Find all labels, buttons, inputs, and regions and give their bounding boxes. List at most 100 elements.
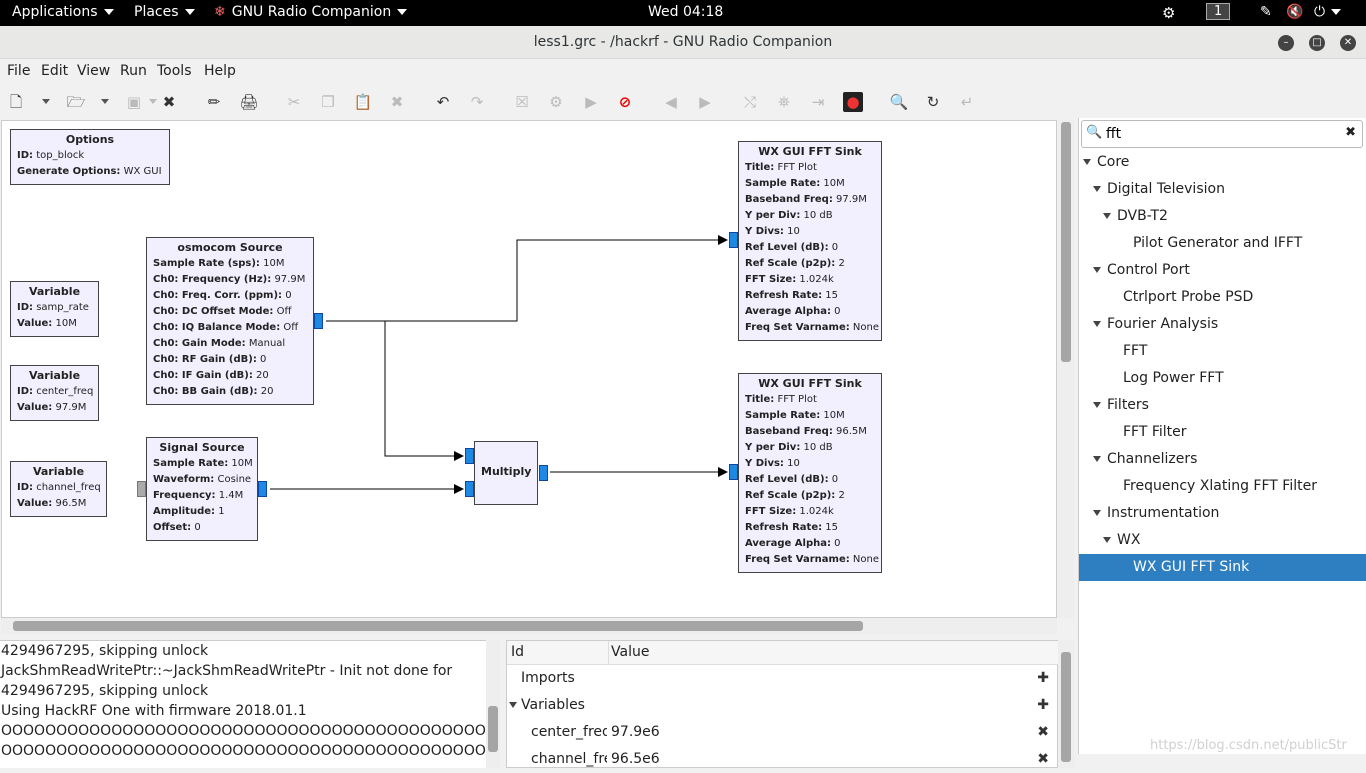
tree-item[interactable]: Pilot Generator and IFFT (1079, 230, 1366, 257)
open-folder-icon[interactable]: 🗁 (66, 93, 86, 111)
variable-row[interactable]: center_freq 97.9e6 ✖ (507, 719, 1059, 746)
reload-icon[interactable]: ↻ (926, 93, 940, 111)
delete-icon[interactable]: ✖ (390, 93, 404, 111)
block-osmocom-source[interactable]: osmocom Source Sample Rate (sps): 10M Ch… (146, 237, 314, 405)
osmocom-out-port[interactable] (314, 313, 323, 329)
block-fft-sink-2[interactable]: WX GUI FFT Sink Title: FFT Plot Sample R… (738, 373, 882, 573)
tree-item[interactable]: Instrumentation (1079, 500, 1366, 527)
menu-help[interactable]: Help (204, 63, 236, 79)
block-fft-sink-1[interactable]: WX GUI FFT Sink Title: FFT Plot Sample R… (738, 141, 882, 341)
return-icon[interactable]: ↵ (960, 93, 974, 111)
tree-item[interactable]: WX GUI FFT Sink (1079, 554, 1366, 581)
new-file-icon[interactable]: 🗋 (9, 93, 23, 111)
new-dropdown-caret[interactable] (42, 99, 50, 104)
new-window-icon[interactable]: ▣ (126, 93, 142, 111)
print-icon[interactable]: 🖨 (239, 93, 259, 111)
tree-item[interactable]: WX (1079, 527, 1366, 554)
generate-icon[interactable]: ⚙ (549, 93, 563, 111)
expander-triangle-icon[interactable] (1093, 186, 1101, 192)
tree-item[interactable]: Frequency Xlating FFT Filter (1079, 473, 1366, 500)
kill-icon[interactable]: ⊘ (618, 93, 632, 111)
tree-item[interactable]: FFT Filter (1079, 419, 1366, 446)
app-menu[interactable]: ❄GNU Radio Companion (214, 4, 408, 20)
expander-triangle-icon[interactable] (1093, 456, 1101, 462)
tree-item[interactable]: FFT (1079, 338, 1366, 365)
menu-run[interactable]: Run (120, 63, 147, 79)
people-icon[interactable]: ⚙ (1162, 4, 1176, 22)
execute-icon[interactable]: ▶ (585, 93, 597, 111)
column-value-header[interactable]: Value (611, 644, 650, 660)
disable-block-icon[interactable]: ⤭ (743, 93, 756, 111)
block-variable-samp-rate[interactable]: Variable ID: samp_rate Value: 10M (10, 281, 99, 337)
canvas-vertical-scrollbar[interactable] (1058, 120, 1074, 618)
block-variable-channel-freq[interactable]: Variable ID: channel_freq Value: 96.5M (10, 461, 107, 517)
pen-icon[interactable]: ✎ (1260, 4, 1272, 20)
menu-tools[interactable]: Tools (157, 63, 192, 79)
add-import-icon[interactable]: ✚ (1037, 670, 1049, 686)
enable-block-icon[interactable]: ⛯ (777, 93, 790, 111)
maximize-button[interactable]: □ (1309, 35, 1325, 51)
tree-item[interactable]: Channelizers (1079, 446, 1366, 473)
copy-icon[interactable]: ❐ (321, 93, 335, 111)
paste-icon[interactable]: 📋 (353, 93, 373, 111)
applications-menu[interactable]: Applications (12, 4, 114, 20)
console-scroll-thumb[interactable] (488, 706, 498, 752)
clear-search-icon[interactable]: ✖ (1345, 125, 1356, 140)
canvas-horizontal-scrollbar[interactable] (1, 618, 1057, 634)
variable-row[interactable]: channel_fre 96.5e6 ✖ (507, 746, 1059, 773)
add-variable-icon[interactable]: ✚ (1037, 697, 1049, 713)
rotate-cw-icon[interactable]: ▶ (699, 93, 711, 111)
volume-muted-icon[interactable]: 🔇 (1286, 4, 1304, 20)
canvas-vertical-scroll-thumb[interactable] (1061, 122, 1071, 362)
block-search-input[interactable] (1104, 125, 1334, 143)
tree-item[interactable]: Fourier Analysis (1079, 311, 1366, 338)
clock[interactable]: Wed 04:18 (648, 4, 724, 20)
expand-variables-icon[interactable] (509, 692, 523, 719)
rotate-ccw-icon[interactable]: ◀ (665, 93, 677, 111)
multiply-in0-port[interactable] (465, 448, 474, 464)
imports-row[interactable]: Imports ✚ (507, 665, 1059, 692)
variables-row[interactable]: Variables ✚ (507, 692, 1059, 719)
block-options[interactable]: Options ID: top_block Generate Options: … (10, 129, 170, 185)
find-block-icon[interactable]: 🔍 (889, 93, 909, 111)
open-dropdown-caret[interactable] (101, 99, 109, 104)
expander-triangle-icon[interactable] (1103, 537, 1111, 543)
expander-triangle-icon[interactable] (1103, 213, 1111, 219)
tree-item[interactable]: DVB-T2 (1079, 203, 1366, 230)
column-id-header[interactable]: Id (511, 644, 525, 660)
tree-item[interactable]: Filters (1079, 392, 1366, 419)
window-dropdown-caret[interactable] (149, 99, 157, 104)
signal-source-msg-port[interactable] (137, 481, 146, 497)
tree-item[interactable]: Core (1079, 149, 1366, 176)
console-scrollbar[interactable] (486, 640, 500, 768)
errors-icon[interactable]: ☒ (515, 93, 529, 111)
screen-capture-icon[interactable]: ● (843, 92, 863, 112)
tree-item[interactable]: Control Port (1079, 257, 1366, 284)
remove-variable-icon[interactable]: ✖ (1037, 751, 1049, 767)
remove-variable-icon[interactable]: ✖ (1037, 724, 1049, 740)
minimize-button[interactable]: – (1278, 35, 1294, 51)
fft-sink-2-in-port[interactable] (729, 464, 738, 480)
fft-sink-1-in-port[interactable] (729, 232, 738, 248)
variable-editor-scrollbar[interactable] (1058, 640, 1074, 768)
tree-item[interactable]: Log Power FFT (1079, 365, 1366, 392)
cut-icon[interactable]: ✂ (287, 93, 301, 111)
expander-triangle-icon[interactable] (1083, 159, 1091, 165)
undo-icon[interactable]: ↶ (436, 93, 450, 111)
expander-triangle-icon[interactable] (1093, 321, 1101, 327)
menu-file[interactable]: File (7, 63, 31, 79)
bypass-block-icon[interactable]: ⇥ (811, 93, 825, 111)
expander-triangle-icon[interactable] (1093, 402, 1101, 408)
menu-edit[interactable]: Edit (41, 63, 69, 79)
flowgraph-canvas[interactable]: Options ID: top_block Generate Options: … (1, 120, 1057, 618)
save-icon[interactable]: ✏ (207, 93, 221, 111)
tree-item[interactable]: Digital Television (1079, 176, 1366, 203)
block-multiply[interactable]: Multiply (474, 441, 538, 505)
menu-view[interactable]: View (77, 63, 111, 79)
close-button[interactable]: ✕ (1340, 35, 1356, 51)
console-output[interactable]: 4294967295, skipping unlock JackShmReadW… (0, 640, 486, 768)
variable-editor-scroll-thumb[interactable] (1061, 652, 1071, 762)
multiply-out-port[interactable] (539, 465, 548, 481)
places-menu[interactable]: Places (134, 4, 195, 20)
workspace-indicator[interactable]: 1 (1206, 3, 1231, 20)
